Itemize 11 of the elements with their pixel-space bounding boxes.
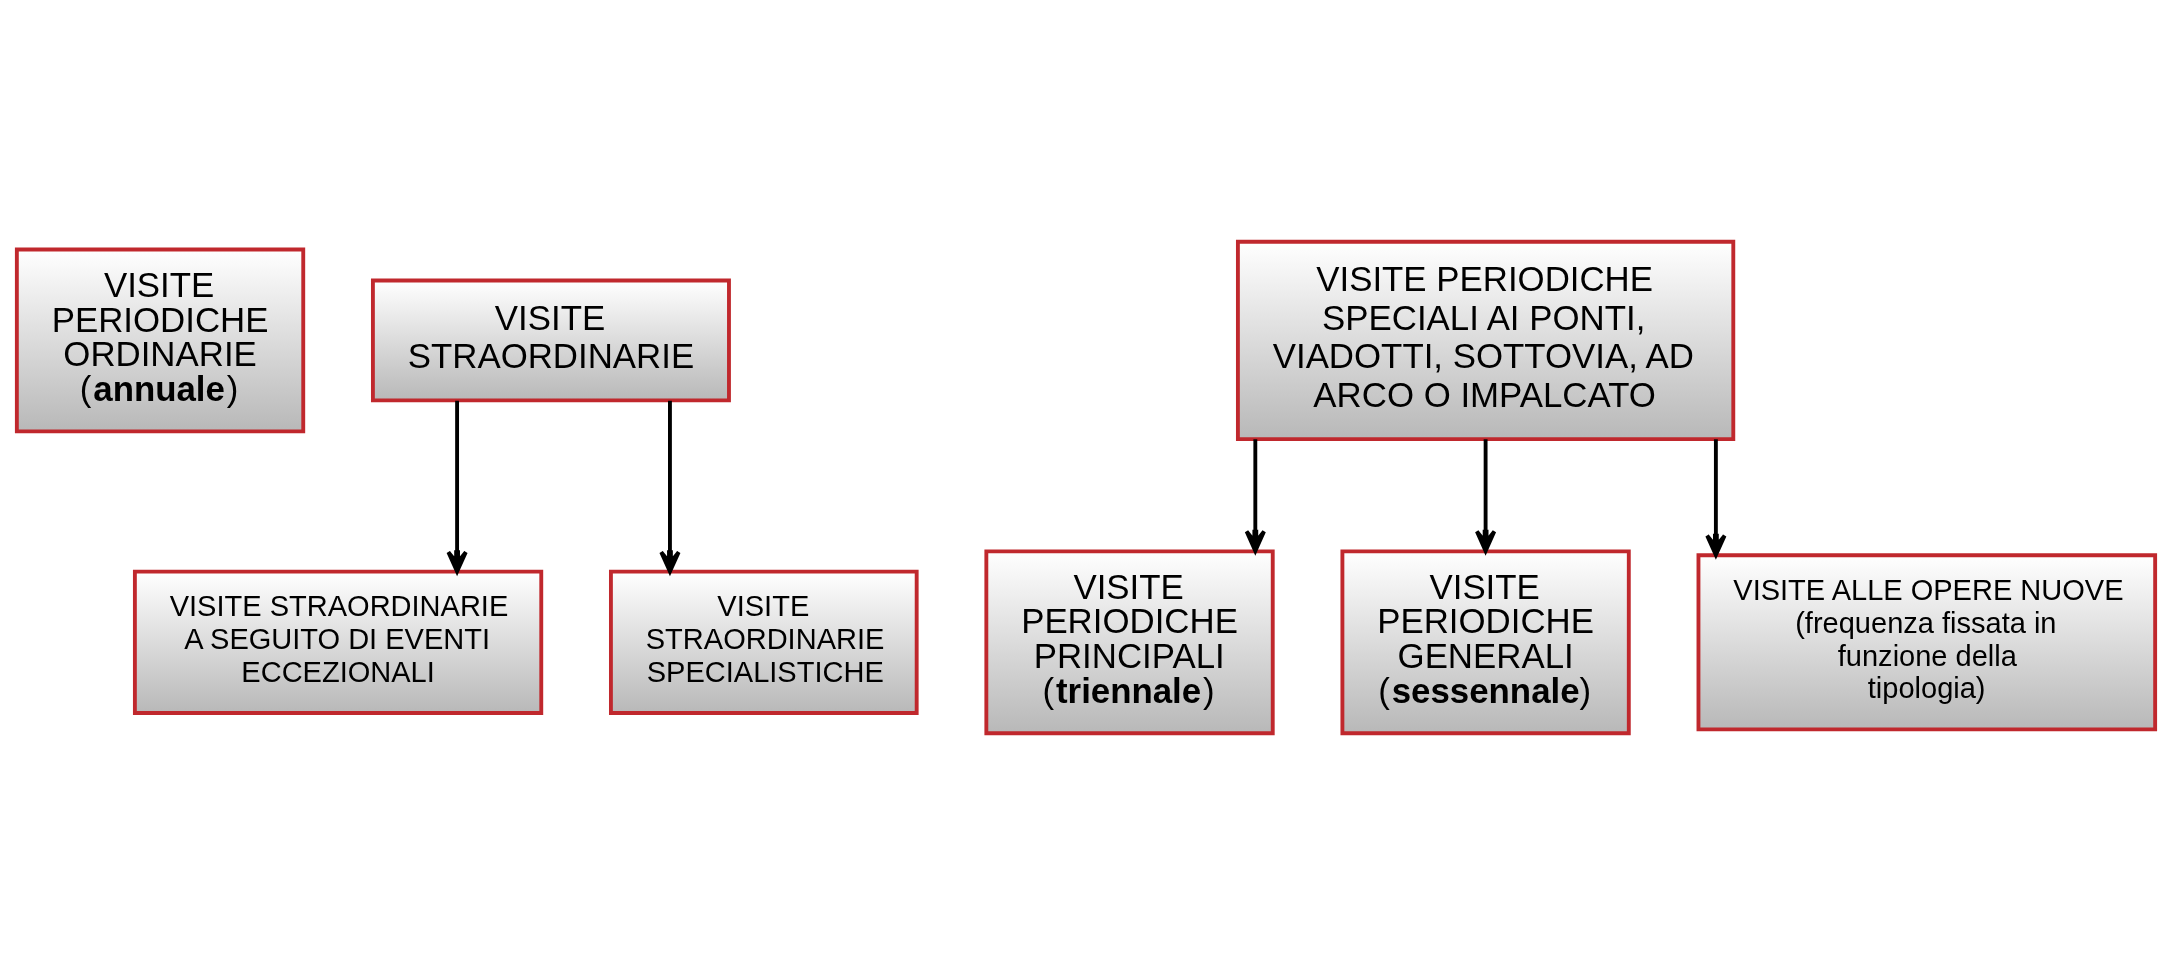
node-box: VISITE PERIODICHE SPECIALI AI PONTI, VIADOTTI, SOTTOVIA, AD ARCO O IMPALCATO bbox=[1235, 239, 1736, 441]
node-box: VISITE STRAORDINARIE bbox=[370, 278, 731, 402]
arrow bbox=[1705, 438, 1727, 557]
node-box: VISITE ALLE OPERE NUOVE (frequenza fissata in funzione della tipologia) bbox=[1696, 552, 2158, 731]
arrow bbox=[1244, 438, 1266, 553]
node-box: VISITE PERIODICHE ORDINARIE (annuale) bbox=[14, 247, 306, 433]
node-box: VISITE PERIODICHE PRINCIPALI (triennale) bbox=[984, 548, 1275, 735]
node-box: VISITE STRAORDINARIE SPECIALISTICHE bbox=[609, 569, 919, 715]
arrow bbox=[1474, 438, 1497, 553]
node-box: VISITE PERIODICHE GENERALI (sessennale) bbox=[1340, 548, 1631, 735]
node-box: VISITE STRAORDINARIE A SEGUITO DI EVENTI ECCEZIONALI bbox=[132, 569, 544, 715]
